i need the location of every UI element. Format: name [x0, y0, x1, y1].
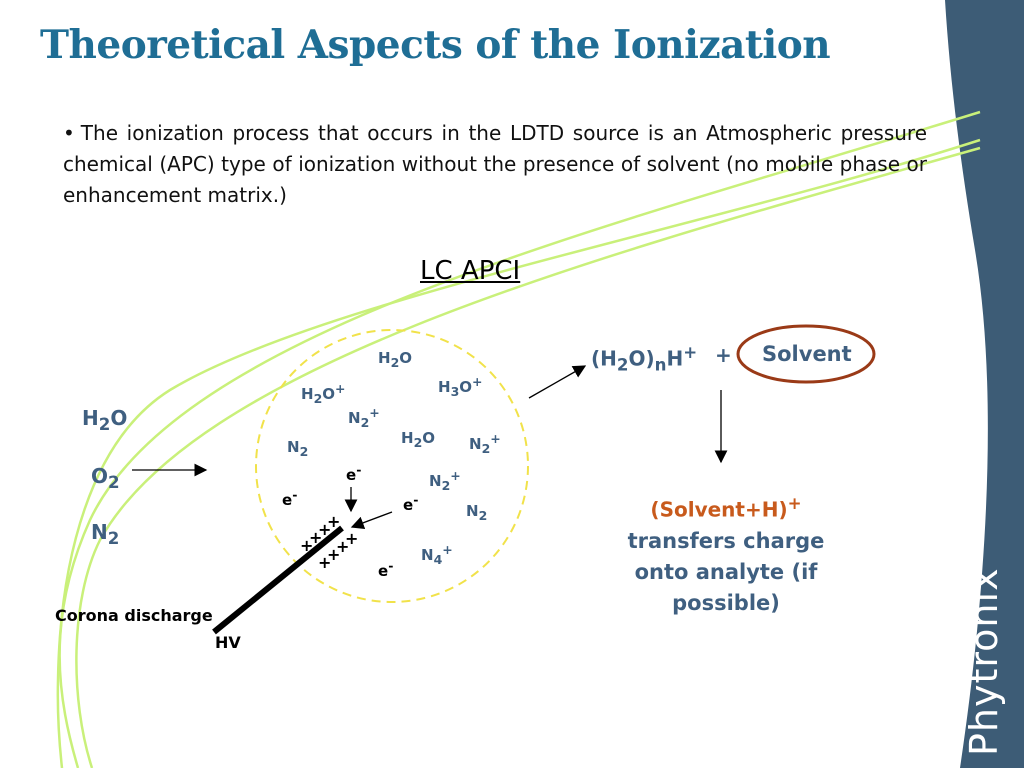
arrow-electron-needle	[350, 511, 393, 529]
decor-curve-2	[75, 146, 981, 768]
ion-h2o: H2O	[401, 429, 436, 450]
charge-plus: +	[318, 520, 332, 539]
decor-curve-3	[56, 138, 981, 768]
electron-label: e-	[378, 558, 394, 580]
product-ion: (Solvent+H)+	[650, 494, 802, 522]
ion-n4-plus: N4+	[421, 542, 453, 567]
solvent-circle	[736, 324, 876, 384]
charge-plus: +	[300, 536, 314, 555]
brand-sidebar	[945, 0, 1024, 768]
electron-label: e-	[346, 462, 362, 484]
bullet-point: •The ionization process that occurs in t…	[63, 118, 927, 211]
ion-h2o: H2O	[378, 349, 413, 370]
result-text: transfers charge onto analyte (if possib…	[627, 528, 825, 615]
charge-plus: +	[309, 528, 323, 547]
phytronix-logo: Phytronix	[963, 567, 1006, 756]
ion-n2-plus: N2+	[429, 468, 461, 493]
hv-label: HV	[215, 633, 241, 652]
charge-plus: +	[327, 545, 341, 564]
ion-h3o-plus: H3O+	[438, 374, 483, 399]
ion-h2o-plus: H2O+	[301, 381, 346, 406]
input-h2o: H2O	[82, 406, 128, 434]
bullet-text: The ionization process that occurs in th…	[63, 121, 927, 207]
solvent-label: Solvent	[762, 342, 852, 366]
slide-title: Theoretical Aspects of the Ionization	[40, 22, 831, 68]
charge-plus: +	[327, 512, 341, 531]
input-n2: N2	[91, 520, 120, 548]
logo-text: Phytronix	[963, 567, 1006, 756]
result-block: (Solvent+H)+ transfers charge onto analy…	[612, 488, 840, 619]
plus-sign: +	[715, 343, 732, 367]
charge-plus: +	[336, 537, 350, 556]
ion-n2-plus: N2+	[348, 405, 380, 430]
input-o2: O2	[91, 464, 120, 492]
reagent-ion: (H2O)nH+	[591, 343, 698, 375]
ion-n2: N2	[287, 438, 309, 459]
corona-discharge-label: Corona discharge	[55, 606, 213, 625]
diagram-heading: LC APCI	[420, 256, 521, 286]
corona-needle	[212, 525, 344, 635]
decor-curve-1	[58, 110, 981, 768]
electron-label: e-	[282, 487, 298, 509]
charge-plus: +	[318, 553, 332, 572]
electron-label: e-	[403, 492, 419, 514]
ion-n2-plus: N2+	[469, 431, 501, 456]
ion-n2: N2	[466, 502, 488, 523]
bullet-dot-icon: •	[63, 121, 75, 145]
charge-plus: +	[345, 529, 359, 548]
arrow-cloud-to-reagent	[528, 365, 587, 399]
ionization-cloud	[255, 329, 529, 603]
